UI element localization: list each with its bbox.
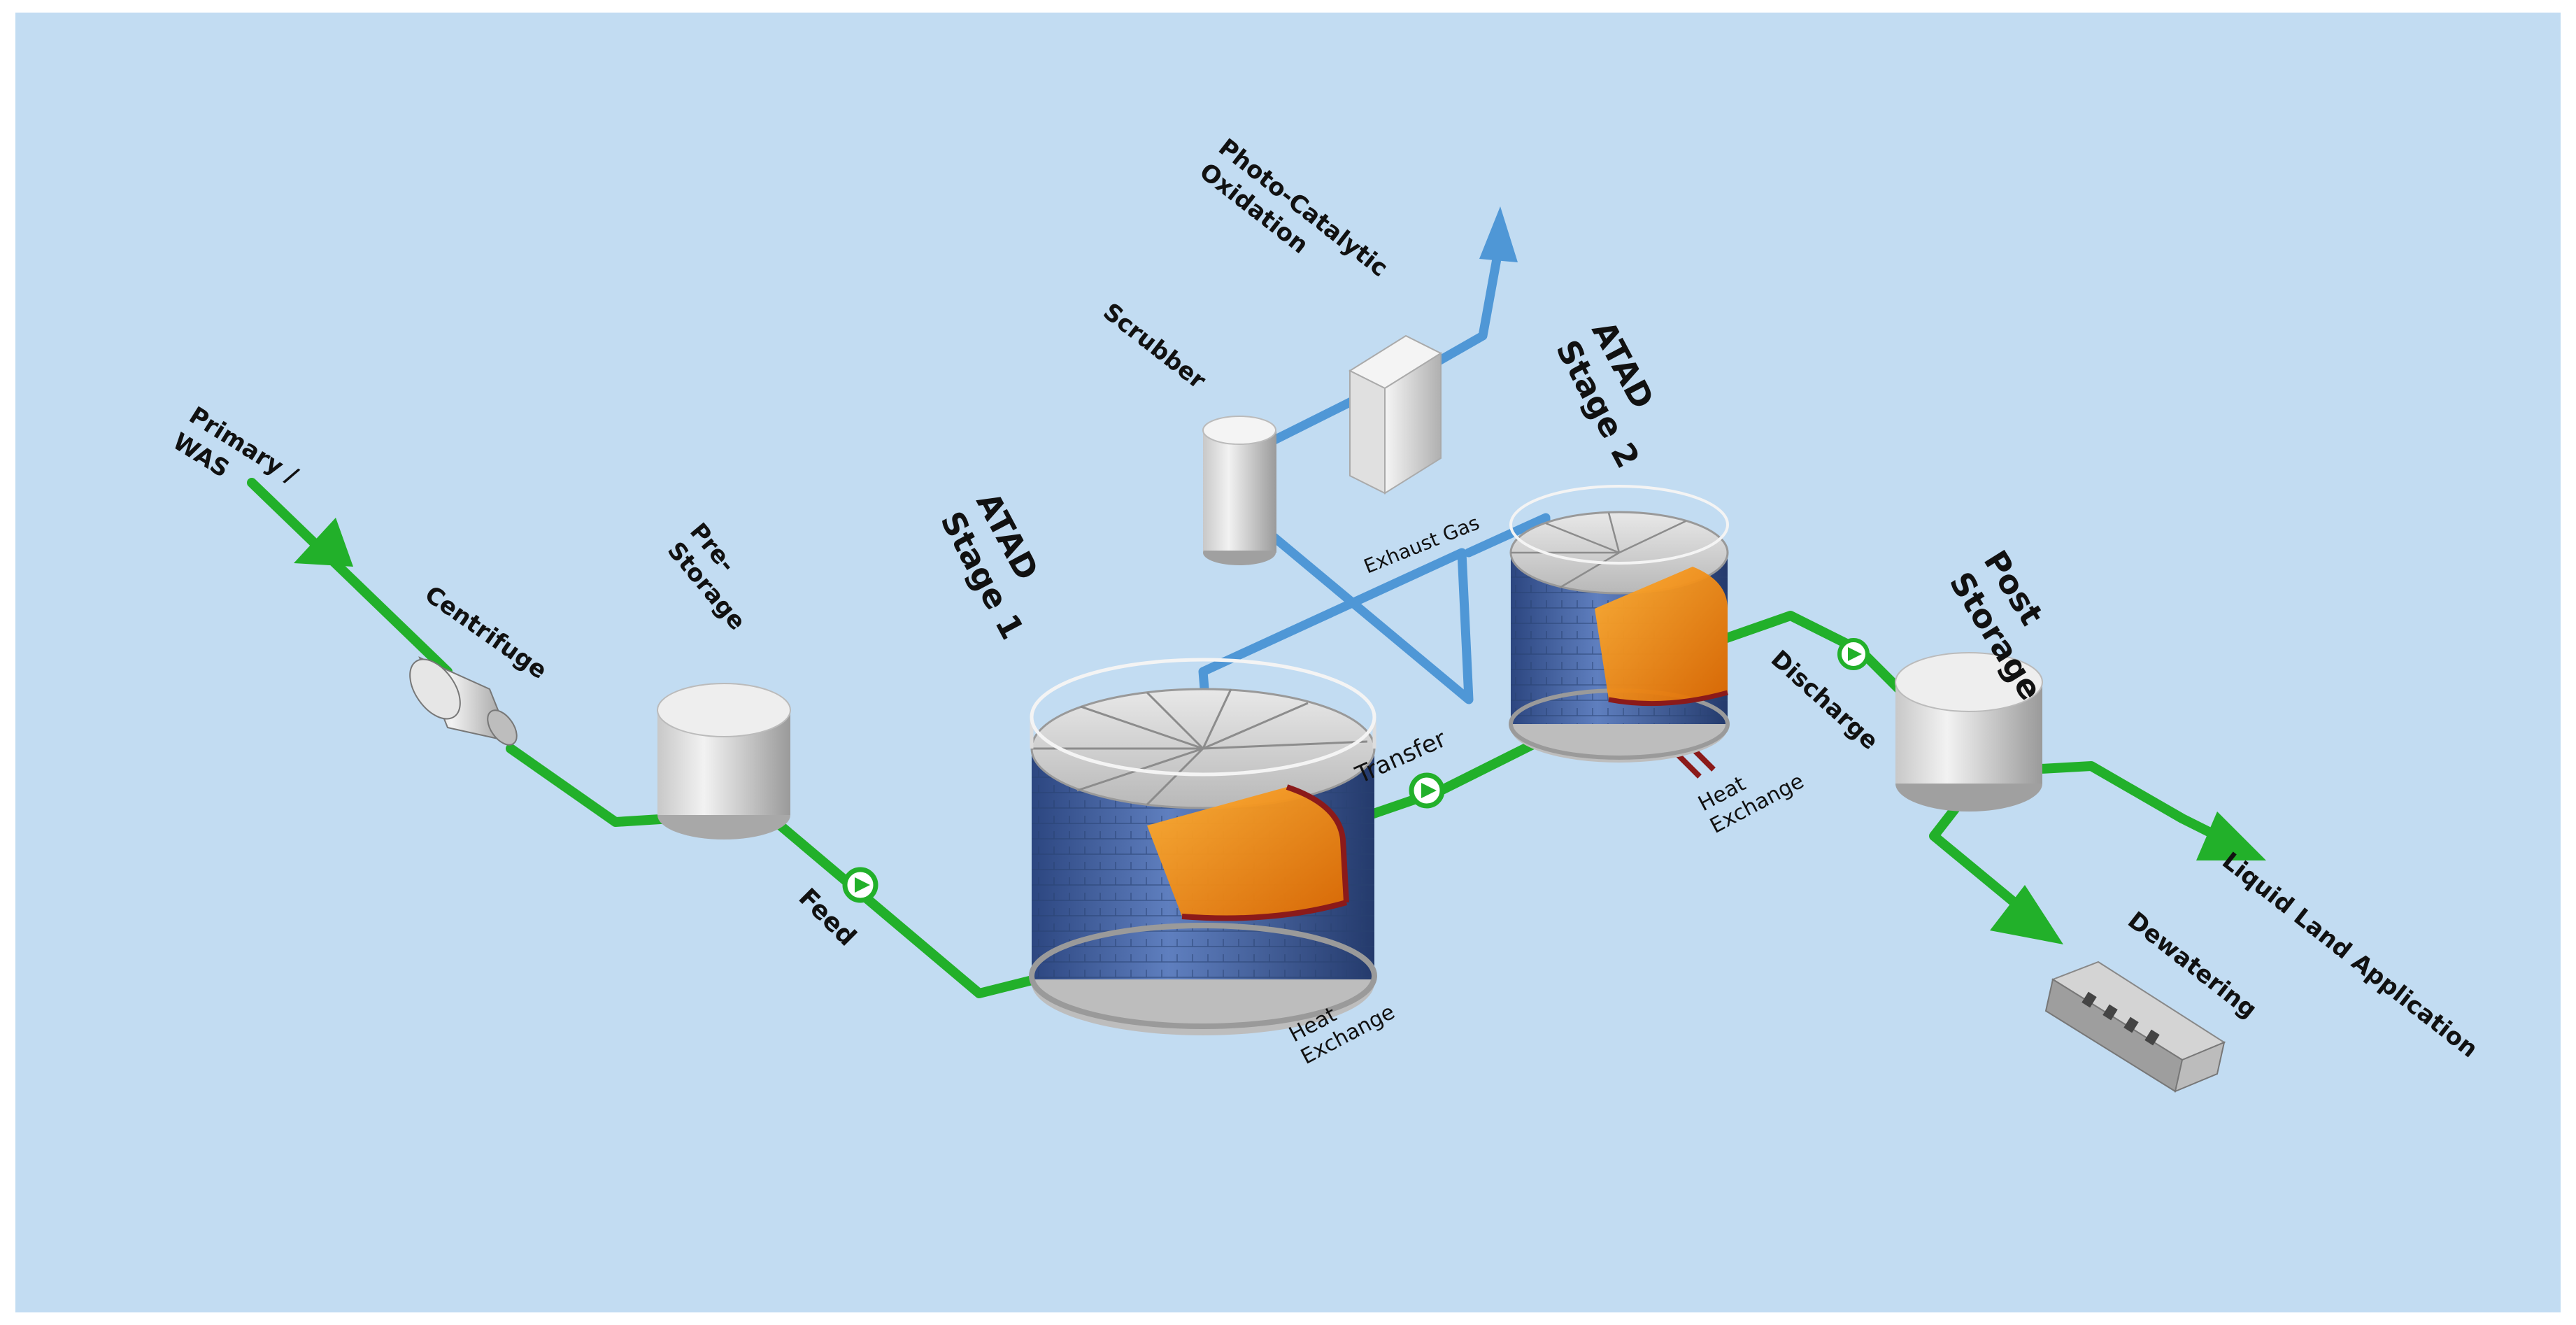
outlet-arrowhead: [1479, 206, 1518, 262]
pre-storage-tank: [657, 683, 791, 839]
oxidation-unit: [1348, 334, 1443, 495]
exhaust-stage1-line: [1198, 520, 1474, 718]
stage1-sludge-cutaway: [1147, 787, 1346, 919]
centrifuge: [409, 656, 518, 746]
feed-pump-icon: [842, 867, 878, 903]
transfer-pump-icon: [1409, 772, 1445, 809]
scrubber-vessel: [1202, 416, 1276, 565]
dewatering-unit: [2044, 961, 2226, 1093]
post-storage-tank: [1895, 652, 2043, 812]
inflow-line: [247, 478, 453, 676]
inflow-arrowhead: [294, 518, 353, 567]
atad-stage1-tank: [1029, 658, 1377, 1035]
atad-stage2-tank: [1509, 485, 1730, 763]
discharge-pump-icon: [1837, 638, 1870, 670]
centrifuge-to-prestorage-line: [506, 744, 676, 827]
liquid-arrowhead: [2196, 812, 2266, 860]
dewatering-line: [1929, 800, 2019, 907]
liquid-application-line: [2023, 761, 2215, 837]
oxidation-outlet-line: [1429, 254, 1502, 369]
discharge-line: [1716, 611, 1914, 704]
dewatering-arrowhead: [1990, 885, 2063, 944]
stage2-sludge-cutaway: [1595, 567, 1728, 704]
